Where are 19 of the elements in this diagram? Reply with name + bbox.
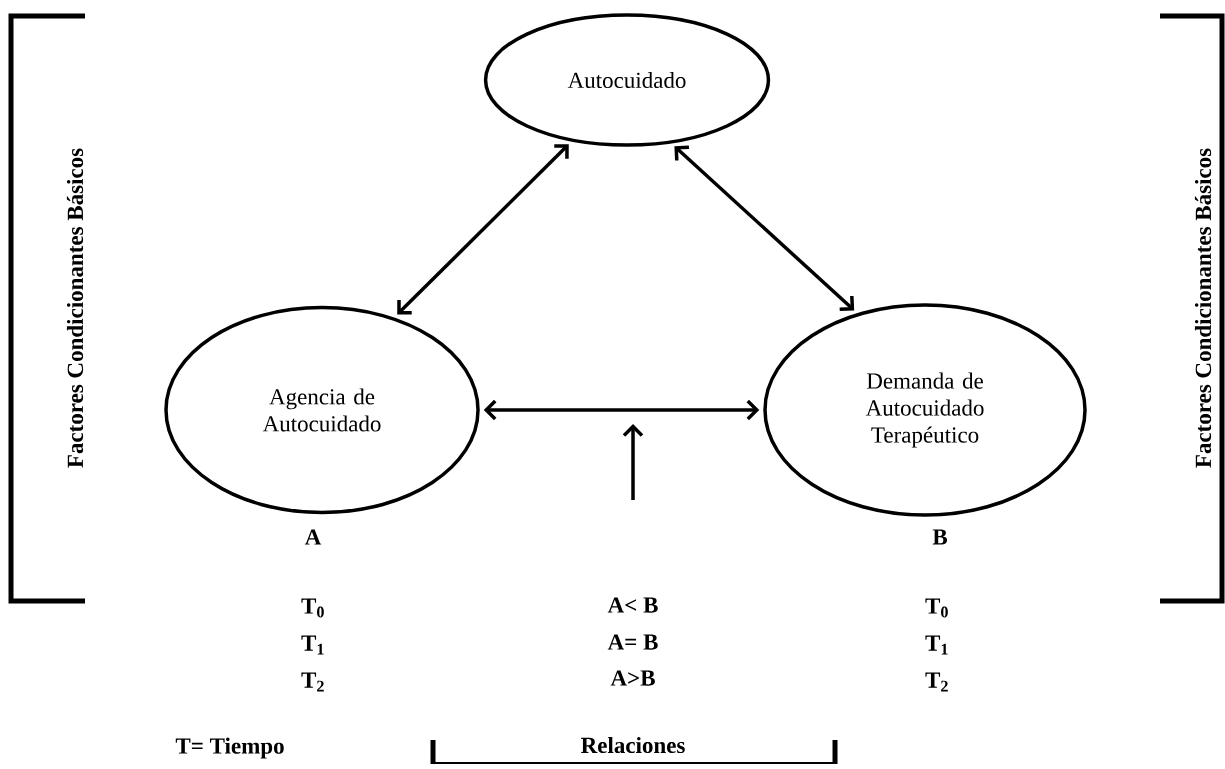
ellipse-node: Agencia de Autocuidado <box>164 305 480 515</box>
ellipse-node: Demanda de Autocuidado Terapéutico <box>763 303 1087 517</box>
label-text: A< B <box>607 597 658 613</box>
double-arrow <box>483 399 760 421</box>
label-text: T$_{2}$ <box>301 672 324 692</box>
label-text: T$_{0}$ <box>925 598 948 618</box>
label-text: A>B <box>610 670 655 686</box>
label-text: T= Tiempo <box>175 737 284 759</box>
label-text: Factores Condicionantes Básicos <box>1194 148 1212 468</box>
label-text: A= B <box>607 634 658 650</box>
label-text: T$_{1}$ <box>301 635 324 655</box>
label-text: T$_{0}$ <box>301 598 324 618</box>
label-text: T$_{2}$ <box>925 672 948 692</box>
ellipse-node: Autocuidado <box>483 13 771 147</box>
double-arrow <box>674 145 855 312</box>
label-text: Factores Condicionantes Básicos <box>66 148 84 468</box>
label-text: T$_{1}$ <box>925 635 948 655</box>
label-text: Relaciones <box>581 736 685 754</box>
double-arrow <box>397 144 569 315</box>
